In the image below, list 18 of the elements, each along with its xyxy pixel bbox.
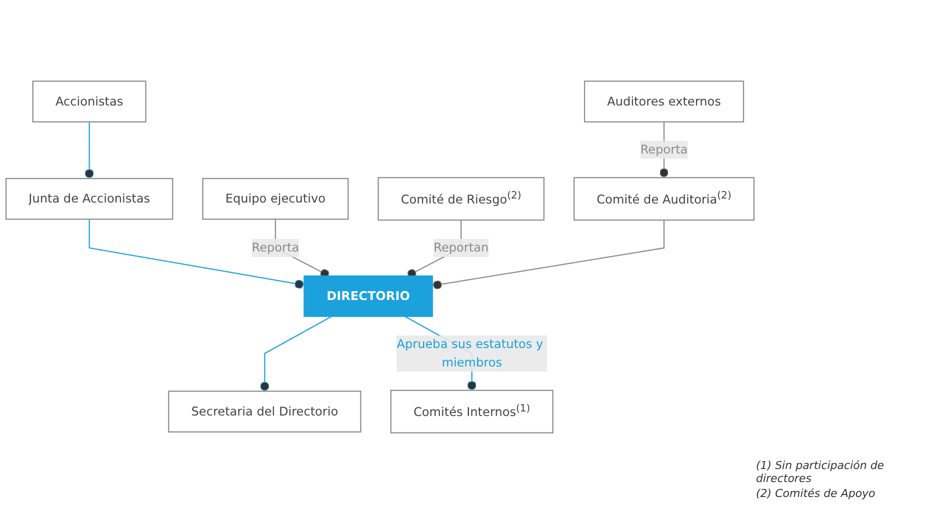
edge-label: Reporta — [252, 240, 300, 255]
node-box: Comité de Auditoria$^{(2)}$ — [574, 177, 755, 221]
node-box: Auditores externos — [584, 80, 744, 122]
connector — [84, 122, 94, 178]
footnote: (1) Sin participación de directores — [756, 459, 886, 485]
node-box: Secretaria del Directorio — [168, 390, 362, 432]
node-box: DIRECTORIO — [304, 275, 433, 317]
footnote: (2) Comités de Apoyo — [756, 487, 876, 500]
connector — [88, 219, 304, 289]
edge-label: Reportan — [434, 240, 489, 255]
edge-label: Aprueba sus estatutos y miembros — [396, 336, 544, 370]
node-box: Comités Internos$^{(1)}$ — [390, 390, 554, 434]
node-box: Comité de Riesgo$^{(2)}$ — [378, 177, 544, 221]
connector — [260, 316, 332, 392]
connector — [432, 220, 665, 290]
edge-label: Reporta — [640, 142, 688, 157]
node-box: Accionistas — [32, 80, 146, 122]
node-box: Equipo ejecutivo — [202, 178, 349, 220]
